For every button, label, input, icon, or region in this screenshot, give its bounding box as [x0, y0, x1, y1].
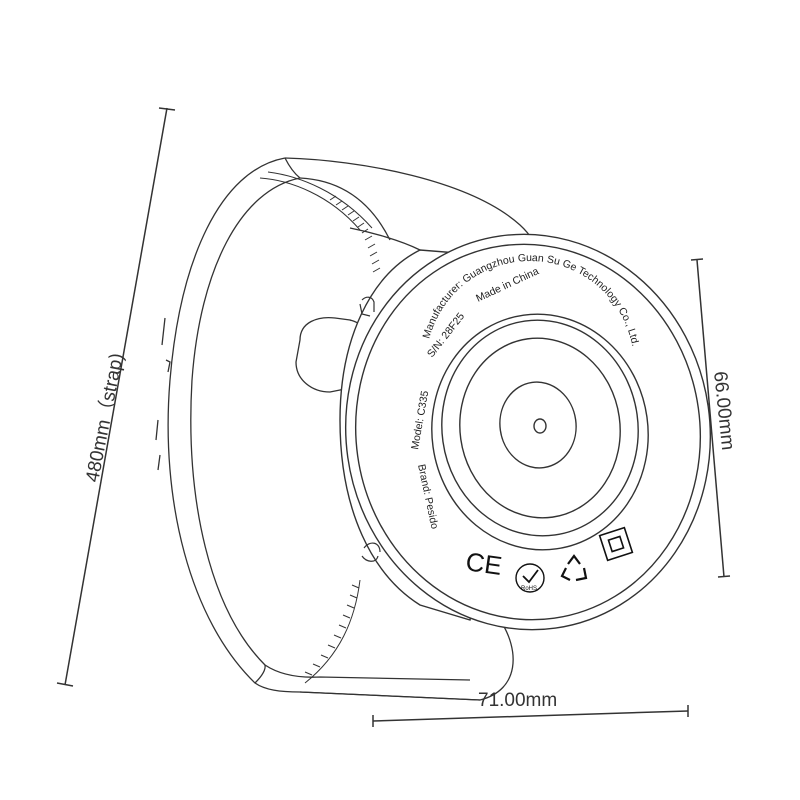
- strap: [155, 157, 538, 701]
- ce-mark-icon: CE: [464, 546, 504, 581]
- width-dimension-label: 71.00mm: [478, 690, 557, 711]
- strap-dimension-line: [56, 107, 176, 687]
- width-dimension-line: [372, 705, 689, 727]
- strap-knurl-bottom: [304, 579, 361, 684]
- rohs-mark-icon: RoHS: [515, 563, 545, 593]
- magnet-icon: [359, 296, 381, 562]
- strap-dimension-label: 480mm（strap): [81, 351, 128, 484]
- height-dimension-line: [690, 258, 731, 578]
- double-insulation-icon: [598, 526, 634, 562]
- height-dimension-label: 66.00mm: [709, 370, 738, 451]
- recycle-icon: [560, 554, 588, 582]
- strap-knurl-top: [259, 171, 381, 273]
- device-body: [339, 233, 712, 631]
- svg-text:RoHS: RoHS: [521, 586, 537, 592]
